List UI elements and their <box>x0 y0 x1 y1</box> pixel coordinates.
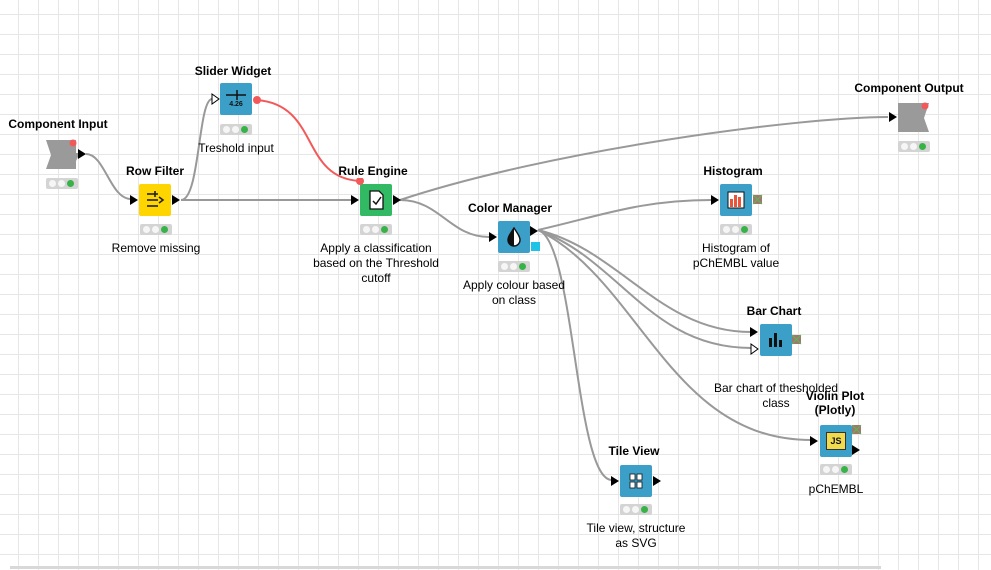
slider-widget-status <box>220 124 252 135</box>
tile-grid-icon <box>629 473 643 489</box>
connection-color-violin <box>537 229 812 441</box>
rule-document-icon <box>369 190 384 210</box>
color-manager-ports <box>489 226 540 251</box>
slider-widget-title: Slider Widget <box>194 64 272 78</box>
slider-widget-box: 4.26 <box>220 83 252 115</box>
histogram-ports <box>711 194 763 205</box>
histogram-description: Histogram of pChEMBL value <box>693 241 779 271</box>
row-filter-description: Remove missing <box>111 241 201 255</box>
violin-plot-description: pChEMBL <box>808 482 864 496</box>
component-input-status <box>46 178 78 189</box>
bar-chart-desc-line-2: class <box>762 396 790 410</box>
rule-engine-ports <box>351 195 401 205</box>
connection-input-rowfilter <box>85 153 132 200</box>
color-manager-description: Apply colour based on class <box>463 278 565 308</box>
connection-color-tileview <box>537 229 613 481</box>
rule-engine-desc-line-1: Apply a classification <box>320 241 432 255</box>
color-manager-desc-line-2: on class <box>491 293 537 307</box>
component-input-node[interactable] <box>46 138 88 177</box>
component-output-title: Component Output <box>854 81 964 95</box>
rule-engine-status <box>360 224 392 235</box>
bar-chart-ports <box>750 327 802 355</box>
histogram-icon <box>727 191 745 209</box>
violin-plot-ports <box>810 425 862 455</box>
flow-variable-port-icon <box>356 178 364 185</box>
bar-chart-node[interactable] <box>750 324 804 358</box>
rule-engine-description: Apply a classification based on the Thre… <box>313 241 439 286</box>
flow-variable-connection <box>256 99 361 182</box>
tile-view-status <box>620 504 652 515</box>
tile-view-desc-line-1: Tile view, structure <box>586 521 686 535</box>
filter-rows-icon <box>147 191 165 207</box>
violin-plot-title-line-1: Violin Plot <box>805 389 865 403</box>
color-manager-desc-line-1: Apply colour based <box>462 278 566 292</box>
histogram-desc-line-1: Histogram of <box>701 241 771 255</box>
color-drop-icon <box>507 226 521 247</box>
row-filter-box <box>139 184 171 216</box>
bar-chart-box <box>760 324 792 356</box>
slider-icon <box>226 90 246 100</box>
color-manager-box <box>498 221 530 253</box>
rule-engine-title: Rule Engine <box>338 164 408 178</box>
tile-view-desc-line-2: as SVG <box>615 536 657 550</box>
slider-widget-ports <box>211 93 261 105</box>
color-manager-node[interactable] <box>489 221 543 255</box>
violin-plot-box: JS <box>820 425 852 457</box>
tile-view-node[interactable] <box>611 465 665 499</box>
tile-view-ports <box>611 476 661 486</box>
component-output-status <box>898 141 930 152</box>
row-filter-node[interactable] <box>130 184 182 218</box>
javascript-icon: JS <box>826 432 846 450</box>
connection-rule-output <box>399 116 889 201</box>
histogram-status <box>720 224 752 235</box>
connection-color-barchart2 <box>537 229 752 349</box>
bar-chart-description: Bar chart of thesholded class <box>714 381 838 411</box>
histogram-title: Histogram <box>703 164 763 178</box>
tile-view-description: Tile view, structure as SVG <box>587 521 686 551</box>
row-filter-ports <box>130 195 180 205</box>
rule-engine-desc-line-2: based on the Threshold <box>313 256 439 270</box>
violin-plot-title-line-2: (Plotly) <box>814 403 856 417</box>
row-filter-title: Row Filter <box>125 164 185 178</box>
violin-plot-node[interactable]: JS <box>810 425 864 459</box>
connection-color-histogram <box>537 199 713 231</box>
tile-view-box <box>620 465 652 497</box>
slider-widget-description: Treshold input <box>198 141 274 155</box>
slider-value-text: 4.26 <box>229 101 243 108</box>
javascript-icon-text: JS <box>830 436 842 446</box>
slider-widget-node[interactable]: 4.26 <box>211 83 263 117</box>
row-filter-status <box>140 224 172 235</box>
connection-rowfilter-slider <box>180 98 213 201</box>
violin-plot-title: Violin Plot (Plotly) <box>806 389 864 417</box>
tile-view-title: Tile View <box>608 444 660 458</box>
connection-rule-color <box>399 199 490 238</box>
component-input-icon <box>46 139 86 169</box>
histogram-desc-line-2: pChEMBL value <box>692 256 780 270</box>
component-output-icon <box>889 102 929 132</box>
bar-chart-desc-line-1: Bar chart of thesholded <box>713 381 839 395</box>
rule-engine-desc-line-3: cutoff <box>361 271 391 285</box>
rule-engine-node[interactable] <box>351 178 403 218</box>
horizontal-scrollbar[interactable] <box>10 566 881 569</box>
bar-chart-title: Bar Chart <box>746 304 802 318</box>
histogram-box <box>720 184 752 216</box>
connection-color-barchart1 <box>537 229 752 333</box>
color-manager-title: Color Manager <box>467 201 553 215</box>
component-output-node[interactable] <box>889 101 933 140</box>
bar-chart-icon <box>769 333 782 347</box>
rule-engine-box <box>360 184 392 216</box>
component-input-title: Component Input <box>8 117 108 131</box>
color-manager-status <box>498 261 530 272</box>
histogram-node[interactable] <box>711 184 765 218</box>
violin-plot-status <box>820 464 852 475</box>
